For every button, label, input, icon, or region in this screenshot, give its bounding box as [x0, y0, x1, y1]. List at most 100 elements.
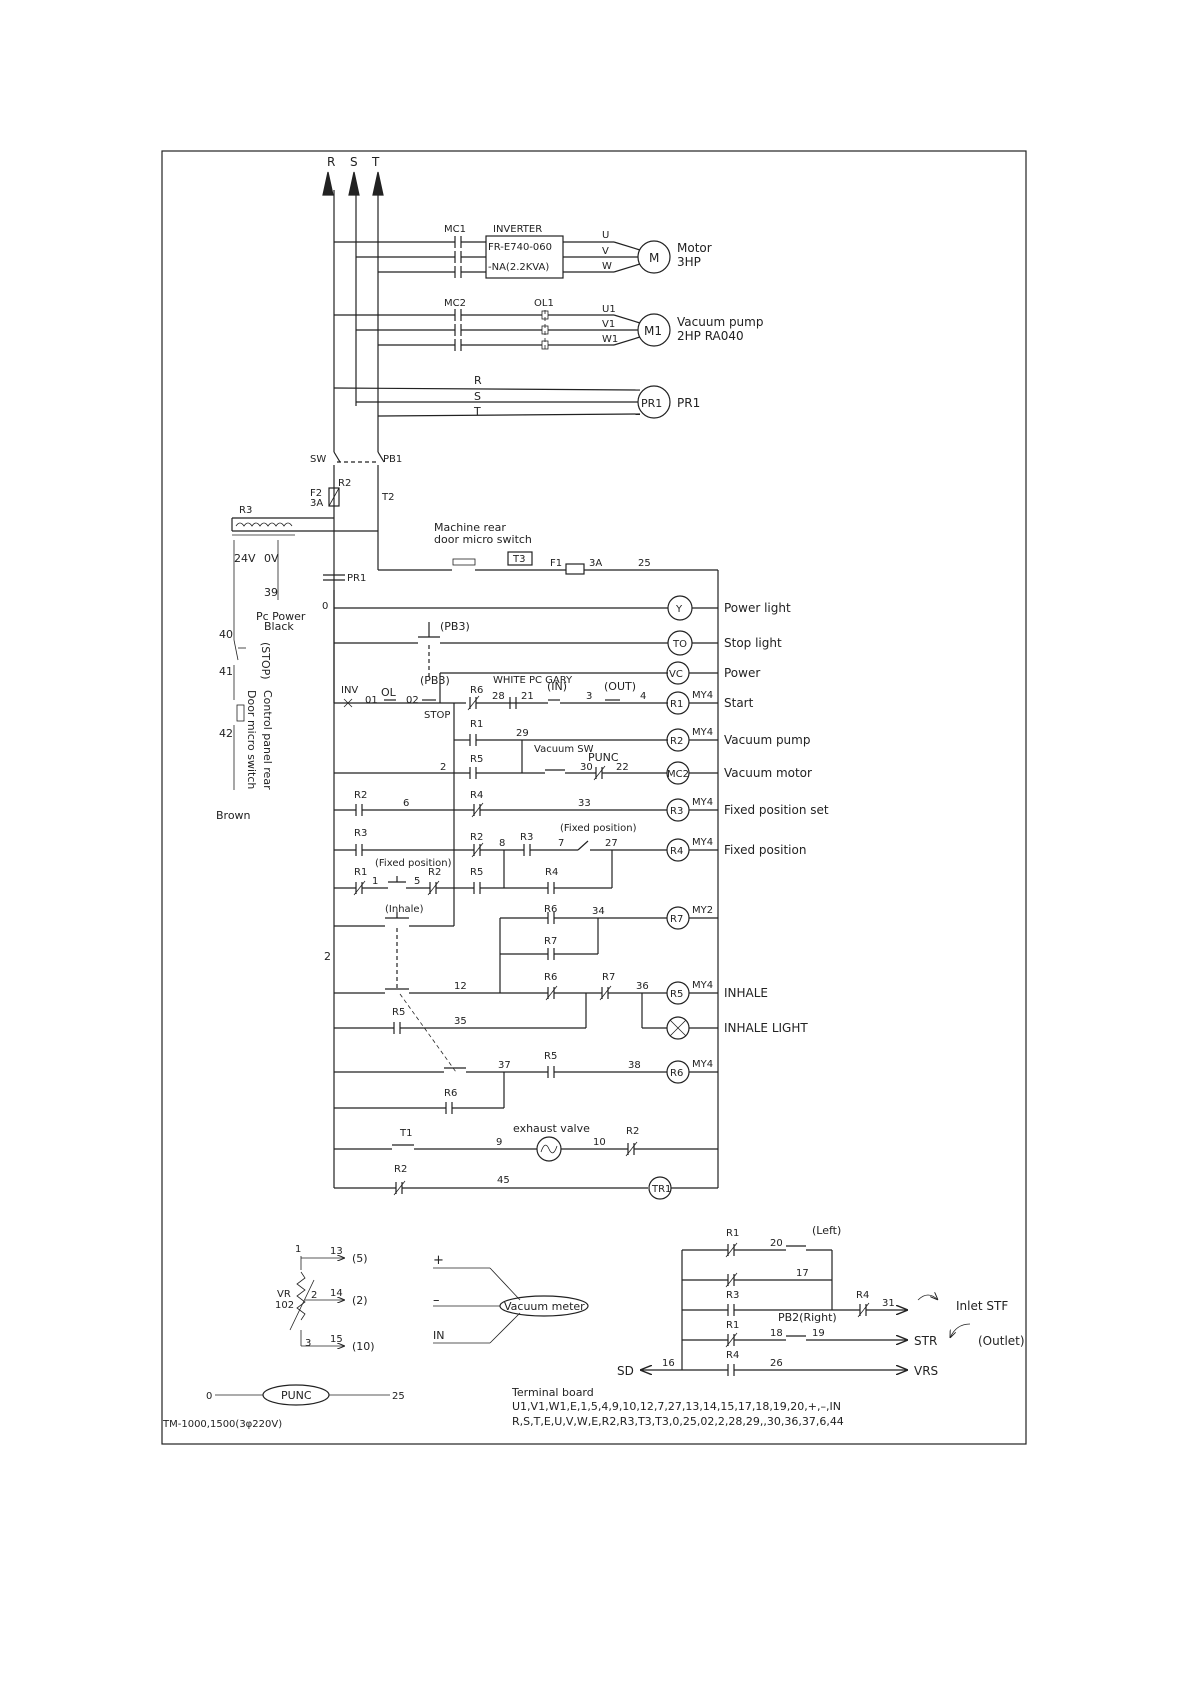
inlet-stf-label: Inlet STF — [956, 1299, 1008, 1313]
tr1-letter: TR1 — [651, 1184, 671, 1195]
r3-fp-label: R3 — [354, 828, 367, 839]
motor-label: Motor — [677, 241, 712, 255]
r5-light-label: R5 — [392, 1007, 405, 1018]
pb3-upper-label: (PB3) — [440, 620, 470, 633]
punc-node-0: 0 — [206, 1391, 212, 1402]
wire-7: 7 — [558, 838, 564, 849]
r5-vac-label: R5 — [470, 754, 483, 765]
pr1-phase-s: S — [474, 390, 481, 403]
r2-coil-letter: R2 — [670, 736, 683, 747]
pr1-contact-label: PR1 — [347, 573, 366, 584]
terminal-u: U — [602, 230, 609, 241]
r3-supply-label: R3 — [239, 505, 252, 516]
vacuum-meter-label: Vacuum meter — [504, 1300, 585, 1313]
r1-vac-label: R1 — [470, 719, 483, 730]
vr-node-1: 1 — [295, 1244, 301, 1255]
door-micro-label: door micro switch — [434, 533, 532, 546]
r4-bottom-label: R4 — [726, 1350, 739, 1361]
outlet-label: (Outlet) — [978, 1334, 1025, 1348]
left-label: (Left) — [812, 1224, 841, 1237]
vr-to-2: (2) — [352, 1294, 368, 1307]
pump-label: Vacuum pump — [677, 315, 763, 329]
sw-label: SW — [310, 454, 326, 465]
phase-lines: R S T — [322, 155, 384, 452]
wire-38: 38 — [628, 1060, 641, 1071]
terminal-line-2: R,S,T,E,U,V,W,E,R2,R3,T3,T3,0,25,02,2,28… — [512, 1415, 844, 1428]
vr-wire-13: 13 — [330, 1246, 343, 1257]
wire-30: 30 — [580, 762, 593, 773]
wire-17: 17 — [796, 1268, 809, 1279]
r5-coil-letter: R5 — [670, 989, 683, 1000]
wire-3: 3 — [586, 691, 592, 702]
stop-lamp-letter: TO — [672, 639, 687, 650]
inverter-title: INVERTER — [493, 224, 542, 235]
mc2-label: MC2 — [444, 298, 466, 309]
terminal-u1: U1 — [602, 304, 616, 315]
vr-value: 102 — [275, 1300, 294, 1311]
r6-inhale-label: R6 — [544, 972, 557, 983]
punc-ladder-label: PUNC — [588, 751, 619, 764]
pr1-label: PR1 — [677, 396, 700, 410]
wire-29: 29 — [516, 728, 529, 739]
pr1-section: R S T PR1 PR1 — [333, 374, 700, 419]
wire-19: 19 — [812, 1328, 825, 1339]
fixed-position-label: Fixed position — [724, 843, 806, 857]
t3-box — [507, 551, 533, 566]
vr-to-5: (5) — [352, 1252, 368, 1265]
ladder-rungs: Y Power light (PB3) TO Stop light VC Pow… — [324, 595, 829, 1200]
terminal-w: W — [602, 261, 612, 272]
wire-41: 41 — [219, 665, 233, 678]
power-light-label: Power light — [724, 601, 791, 615]
model-label: TM-1000,1500(3φ220V) — [162, 1419, 282, 1430]
wire-20: 20 — [770, 1238, 783, 1249]
wire-6: 6 — [403, 798, 409, 809]
black-label: Black — [264, 620, 294, 633]
vr-to-10: (10) — [352, 1340, 375, 1353]
r3-fp-contact-label: R3 — [520, 832, 533, 843]
phase-label-s: S — [350, 155, 358, 169]
wire-16: 16 — [662, 1358, 675, 1369]
r6-coil-letter: R6 — [670, 1068, 683, 1079]
r6-start-label: R6 — [470, 685, 483, 696]
my4-fp: MY4 — [692, 837, 713, 848]
wire-45: 45 — [497, 1175, 510, 1186]
vacuum-sw-label: Vacuum SW — [534, 744, 594, 755]
fixed-position-paren: (Fixed position) — [560, 823, 637, 834]
vacuum-pump-section: MC2 OL1 U1 V1 W1 M1 Vacuum pump 2HP RA04… — [334, 298, 763, 351]
wire-31: 31 — [882, 1298, 895, 1309]
terminal-v1: V1 — [602, 319, 615, 330]
r7-coil-letter: R7 — [670, 914, 683, 925]
t1-label: T1 — [399, 1128, 412, 1139]
wire-5: 5 — [414, 876, 420, 887]
r1-coil-letter: R1 — [670, 699, 683, 710]
r7-self-label: R7 — [544, 936, 557, 947]
vr-node-3: 3 — [305, 1338, 311, 1349]
my4-r6: MY4 — [692, 1059, 713, 1070]
node-0: 0 — [322, 601, 328, 612]
wire-33: 33 — [578, 798, 591, 809]
vrs-label: VRS — [914, 1364, 938, 1378]
phase-label-r: R — [327, 155, 335, 169]
my4-vac: MY4 — [692, 727, 713, 738]
my4-inhale: MY4 — [692, 980, 713, 991]
motor-section: MC1 INVERTER FR-E740-060 -NA(2.2KVA) U V… — [334, 224, 712, 279]
vacuum-meter-ellipse — [499, 1295, 589, 1317]
terminal-board-title: Terminal board — [511, 1386, 594, 1399]
wire-39: 39 — [264, 586, 278, 599]
f1-label: F1 — [550, 558, 562, 569]
inverter-model: FR-E740-060 — [488, 242, 552, 253]
pr1-symbol: PR1 — [641, 397, 662, 410]
power-label: Power — [724, 666, 760, 680]
wire-9: 9 — [496, 1137, 502, 1148]
fuse-f2 — [328, 487, 340, 507]
r2-exhaust-label: R2 — [626, 1126, 639, 1137]
fixed-position-paren-2: (Fixed position) — [375, 858, 452, 869]
vr-wire-14: 14 — [330, 1288, 343, 1299]
fuse-f2-label: F2 — [310, 488, 322, 499]
v24-label: 24V — [234, 552, 256, 565]
wire-4: 4 — [640, 691, 646, 702]
diagram-border — [161, 150, 1027, 1445]
wire-1-row: 1 — [372, 876, 378, 887]
r4-coil-letter: R4 — [670, 846, 683, 857]
